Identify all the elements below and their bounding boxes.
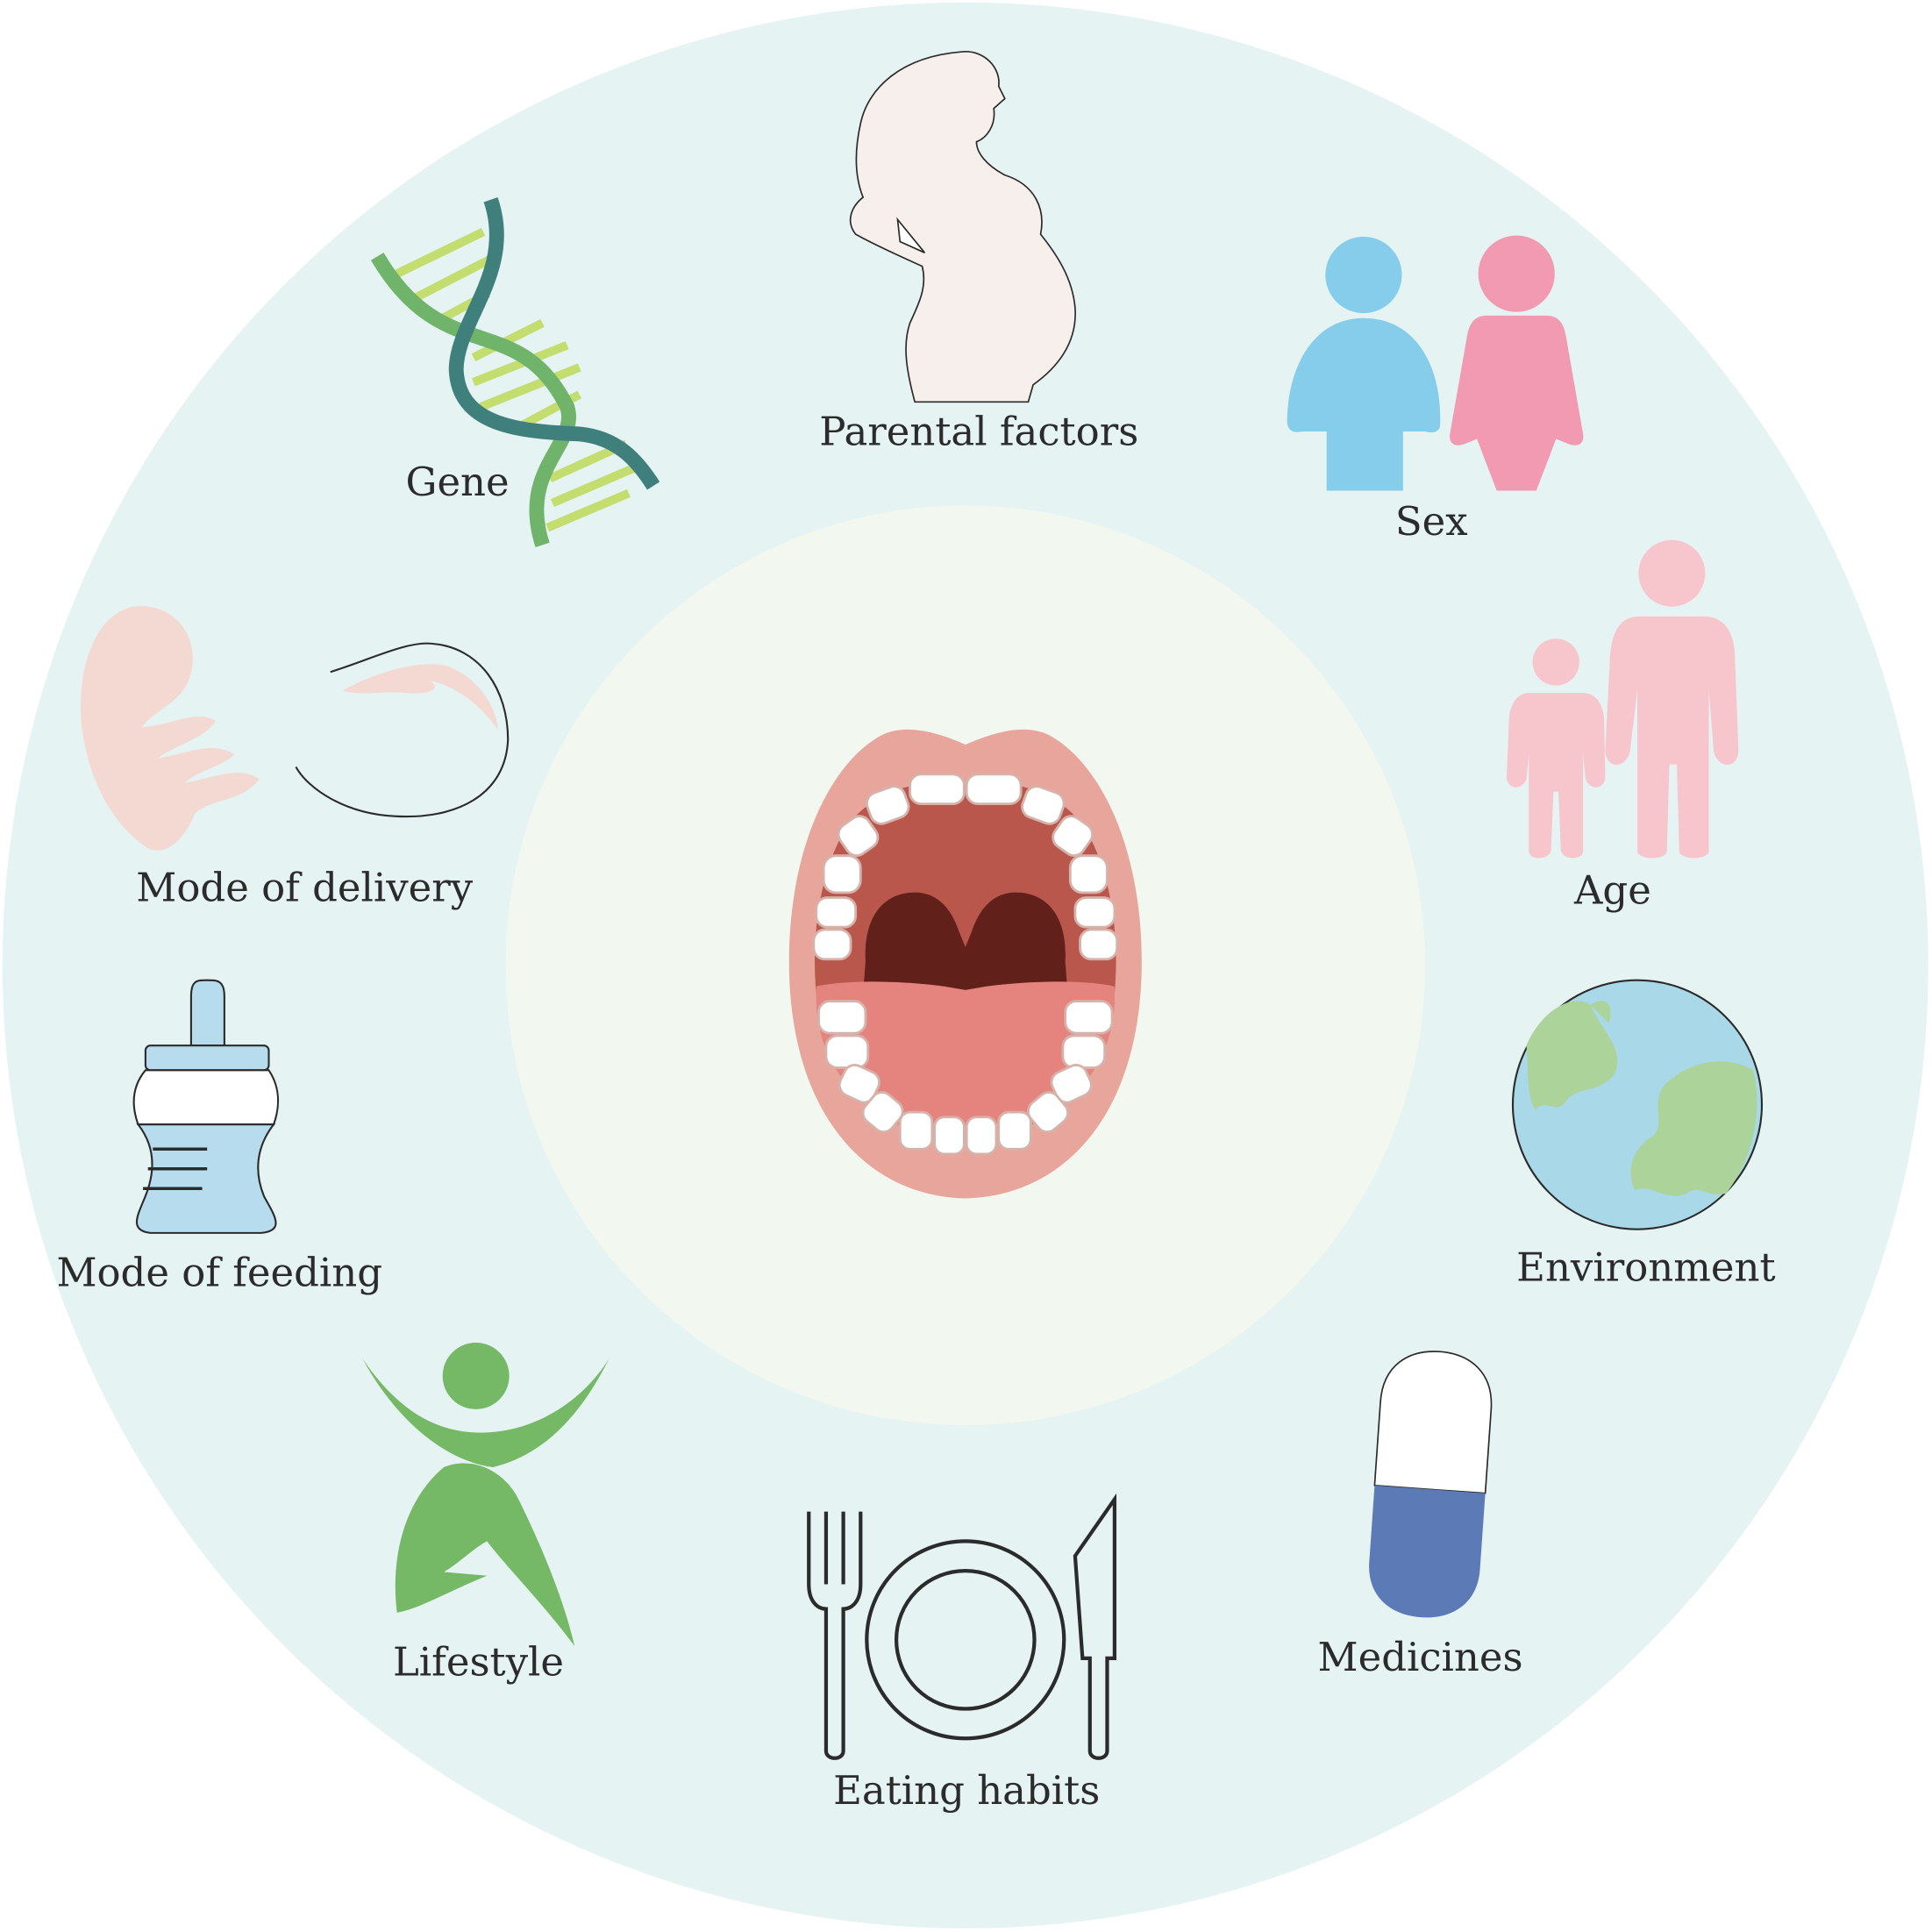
person-head: [442, 1342, 510, 1409]
child-adult-icon: [1506, 539, 1739, 859]
label-environment: Environment: [1516, 1244, 1775, 1291]
female-head: [1478, 235, 1555, 312]
active-person-icon: [362, 1342, 610, 1646]
label-eating-habits: Eating habits: [833, 1767, 1100, 1814]
child-head: [1532, 638, 1579, 686]
pregnant-woman-icon: [849, 51, 1076, 403]
male-head: [1325, 236, 1402, 314]
label-parental-factors: Parental factors: [819, 409, 1138, 455]
label-medicines: Medicines: [1318, 1634, 1523, 1680]
label-mode-of-feeding: Mode of feeding: [56, 1249, 382, 1295]
male-female-icon: [1287, 235, 1584, 491]
label-age: Age: [1573, 867, 1651, 914]
label-gene: Gene: [406, 459, 510, 505]
fork-plate-knife-icon: [807, 1493, 1117, 1760]
dna-icon: [370, 197, 660, 547]
globe-icon: [1511, 979, 1764, 1230]
baby-bottle-icon: [132, 979, 279, 1234]
open-mouth-icon: [788, 729, 1142, 1199]
adult-head: [1638, 539, 1706, 607]
label-lifestyle: Lifestyle: [393, 1639, 564, 1686]
label-sex: Sex: [1395, 498, 1468, 545]
fetus-icon: [80, 606, 510, 851]
label-mode-of-delivery: Mode of delivery: [136, 865, 473, 911]
capsule-icon: [1369, 1351, 1493, 1618]
